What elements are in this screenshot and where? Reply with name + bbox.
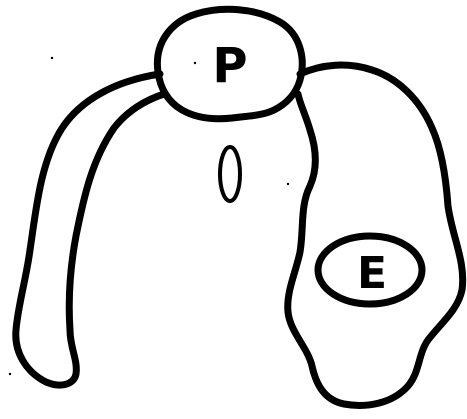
speck-mark: [51, 57, 53, 59]
center-ellipse-shape: [220, 147, 240, 201]
speck-mark: [287, 183, 289, 185]
speck-mark: [9, 373, 11, 375]
left-arm-outline: [16, 74, 164, 385]
speck-mark: [194, 62, 196, 64]
top-node-label: P: [212, 38, 247, 94]
right-node-label: E: [357, 248, 387, 299]
